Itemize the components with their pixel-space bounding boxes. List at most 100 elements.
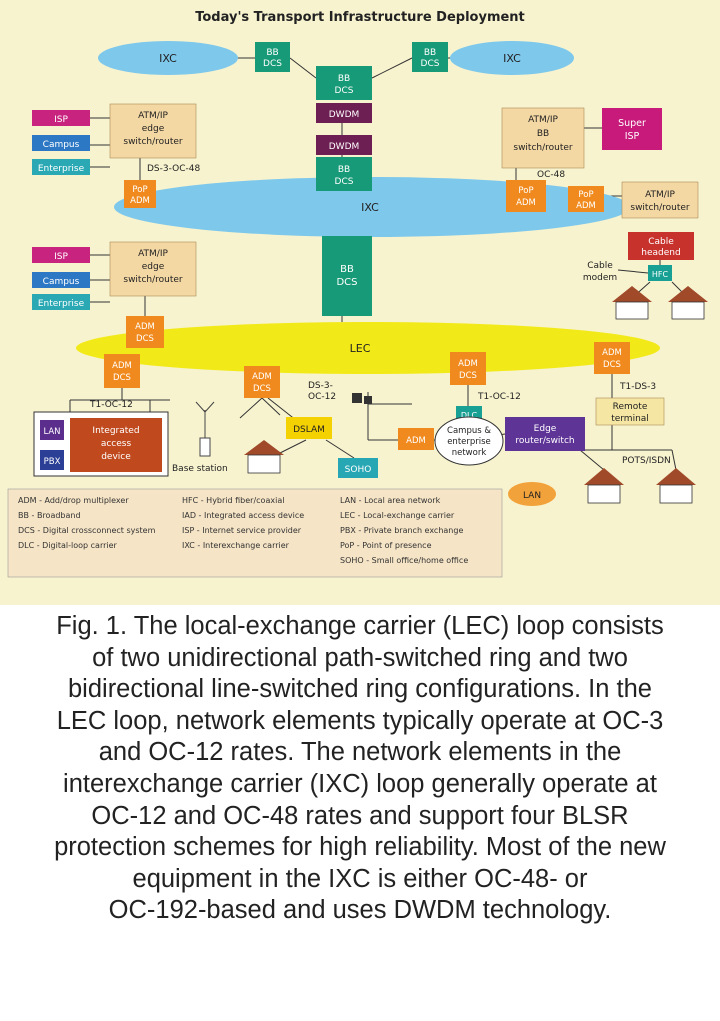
cable-headend-line1: Cable	[648, 237, 674, 247]
link-label-ds3-oc12-line2: OC-12	[308, 392, 336, 402]
house-icon	[584, 468, 624, 504]
enterprise-block-top-label: Enterprise	[38, 164, 85, 174]
adm-dcs-lec-right	[594, 342, 630, 374]
dwdm-bottom-label: DWDM	[329, 142, 360, 152]
dwdm-top-label: DWDM	[329, 110, 360, 120]
isp-block-middle	[32, 247, 90, 263]
lec-ring-label: LEC	[350, 342, 371, 355]
adm-dcs-lec-right-line2: DCS	[603, 360, 621, 370]
bb-dcs-core-top	[316, 66, 372, 100]
edge-router-top-left-line1: ATM/IP	[138, 111, 168, 121]
edge-router-switch-line1: Edge	[534, 424, 557, 434]
bb-dcs-middle	[322, 236, 372, 316]
pop-adm-right-line2: ADM	[516, 198, 536, 208]
bb-dcs-top-right-line1: BB	[424, 48, 436, 58]
ixc-label-right: IXC	[503, 52, 521, 65]
campus-block-top-label: Campus	[43, 140, 80, 150]
pop-adm-left-line1: PoP	[132, 185, 147, 195]
lan-cloud-label: LAN	[523, 491, 541, 501]
adm-block-label: ADM	[406, 436, 426, 446]
bb-router-line3: switch/router	[513, 143, 573, 153]
campus-network-cloud	[434, 416, 504, 466]
edge-router-middle-left-line2: edge	[142, 262, 165, 272]
dwdm-bottom	[316, 135, 372, 155]
super-isp-block	[602, 108, 662, 150]
bb-dcs-middle-line1: BB	[340, 264, 354, 275]
legend-entry: ISP - Internet service provider	[182, 526, 302, 535]
pbx-block-label: PBX	[44, 457, 61, 467]
pop-adm-left-line2: ADM	[130, 196, 150, 206]
isp-block-top	[32, 110, 90, 126]
network-diagram-svg: Today's Transport Infrastructure Deploym…	[7, 10, 708, 578]
bb-router-line2: BB	[537, 129, 549, 139]
cable-modem-line2: modem	[583, 273, 617, 283]
adm-dcs-lec-mid-right	[450, 352, 486, 385]
remote-terminal-line2: terminal	[611, 414, 649, 424]
house-icon	[612, 286, 652, 320]
diagram-title: Today's Transport Infrastructure Deploym…	[195, 10, 525, 25]
cable-headend-line2: headend	[641, 248, 680, 258]
bb-router-top-right	[501, 107, 585, 169]
dwdm-top	[316, 103, 372, 123]
hfc-label: HFC	[652, 270, 669, 279]
legend-entry: IXC - Interexchange carrier	[182, 541, 290, 550]
legend-entry: HFC - Hybrid fiber/coaxial	[182, 496, 284, 505]
ixc-ring	[114, 177, 630, 237]
adm-dcs-lec-left	[126, 316, 164, 348]
bb-dcs-top-left	[255, 42, 290, 72]
link-label-t1-ds3: T1-DS-3	[619, 382, 656, 392]
campus-network-line1: Campus &	[447, 426, 491, 436]
adm-dcs-lec-mid-left	[244, 366, 280, 398]
hfc-block	[648, 265, 672, 281]
campus-block-top	[32, 135, 90, 151]
legend-entry: ADM - Add/drop multiplexer	[18, 496, 129, 505]
adm-dcs-lec-mid-right-line1: ADM	[458, 359, 478, 369]
adm-dcs-lec-left-line2: DCS	[136, 334, 154, 344]
bb-dcs-top-left-line2: DCS	[263, 59, 282, 69]
adm-block	[398, 428, 434, 450]
link-label-ds3-oc12-line1: DS-3-	[308, 381, 333, 391]
iad-line1: Integrated	[92, 426, 139, 436]
legend-entry: IAD - Integrated access device	[182, 511, 304, 520]
adm-dcs-lec-mid-right-line2: DCS	[459, 371, 477, 381]
bb-dcs-top-left-line1: BB	[266, 48, 278, 58]
adm-dcs-lec-mid-left-line2: DCS	[253, 384, 271, 394]
bb-dcs-core-top-line1: BB	[338, 74, 350, 84]
legend-entry: PBX - Private branch exchange	[340, 526, 463, 535]
soho-label: SOHO	[345, 465, 372, 475]
bb-dcs-core-bottom-line2: DCS	[335, 177, 354, 187]
ixc-label-left: IXC	[159, 52, 177, 65]
pop-adm-far-right	[568, 186, 604, 212]
ixc-ellipse-right	[450, 41, 574, 75]
edge-router-middle-left-line3: switch/router	[123, 275, 183, 285]
adm-dcs-lec-lower-left	[104, 354, 140, 388]
edge-router-middle-left	[109, 241, 197, 297]
ixc-ring-label: IXC	[361, 201, 379, 214]
bb-router-line1: ATM/IP	[528, 115, 558, 125]
caption-text: Fig. 1. The local-exchange carrier (LEC)…	[54, 612, 666, 925]
legend-box	[7, 488, 503, 578]
edge-router-top-left-line3: switch/router	[123, 137, 183, 147]
remote-terminal-line1: Remote	[613, 402, 648, 412]
pbx-block	[40, 450, 64, 470]
legend-entry: LEC - Local-exchange carrier	[340, 511, 455, 520]
edge-router-top-left-line2: edge	[142, 124, 165, 134]
super-isp-line1: Super	[618, 118, 646, 129]
pop-adm-left	[124, 180, 156, 208]
atm-switch-router-line2: switch/router	[630, 203, 690, 213]
campus-block-middle-label: Campus	[43, 277, 80, 287]
house-icon	[244, 440, 284, 474]
lec-ring	[76, 322, 660, 374]
link-label-ds3-oc48: DS-3-OC-48	[147, 164, 200, 174]
edge-router-switch-line2: router/switch	[515, 436, 574, 446]
adm-dcs-lec-left-line1: ADM	[135, 322, 155, 332]
pop-adm-far-right-line2: ADM	[576, 201, 596, 211]
dslam-label: DSLAM	[293, 425, 325, 435]
cable-modem-line1: Cable	[587, 261, 613, 271]
adm-dcs-lec-right-line1: ADM	[602, 348, 622, 358]
figure-caption: Fig. 1. The local-exchange carrier (LEC)…	[0, 605, 720, 1021]
lan-cloud	[508, 482, 556, 506]
soho-block	[338, 458, 378, 478]
isp-block-middle-label: ISP	[54, 252, 68, 262]
legend: ADM - Add/drop multiplexer HFC - Hybrid f…	[18, 496, 468, 565]
